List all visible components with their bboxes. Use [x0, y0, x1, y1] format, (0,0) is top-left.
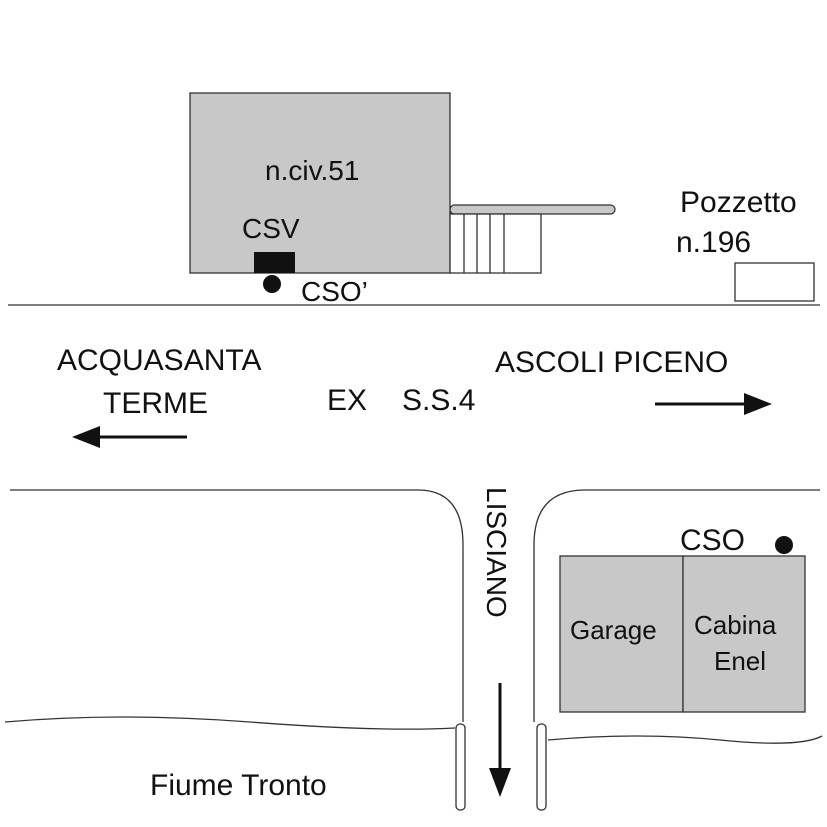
arrow-west-icon	[72, 426, 187, 448]
west-destination-line2: TERME	[103, 387, 208, 420]
cabina-label-line1: Cabina	[694, 610, 777, 640]
road-label-prefix: EX	[327, 384, 367, 417]
arrow-east-icon	[655, 393, 772, 415]
pozzetto-box	[734, 262, 815, 302]
canopy-bar	[449, 204, 616, 215]
river-label: Fiume Tronto	[150, 769, 327, 802]
bridge-post-east	[536, 723, 547, 811]
pozzetto-number: n.196	[676, 226, 751, 259]
side-road-label: LISCIANO	[481, 487, 512, 618]
river-bank-east	[547, 735, 823, 744]
cso-right-label: CSO	[680, 524, 745, 557]
bridge-post-west	[455, 723, 466, 811]
cabina-label-line2: Enel	[714, 646, 766, 676]
building-n-civ-51	[189, 92, 451, 274]
cso-top-label: CSO’	[301, 276, 368, 307]
building-label: n.civ.51	[265, 155, 359, 186]
garage-building	[559, 555, 684, 713]
river-bank-west	[4, 716, 456, 730]
road-south-edge-west	[10, 489, 464, 722]
csv-marker	[254, 252, 295, 273]
west-destination-line1: ACQUASANTA	[57, 344, 261, 377]
garage-label: Garage	[570, 615, 657, 645]
east-destination: ASCOLI PICENO	[495, 346, 728, 379]
cabina-enel-building	[682, 555, 806, 713]
cso-right-marker	[775, 536, 793, 554]
csv-label: CSV	[242, 213, 300, 244]
road-south-edge-east	[533, 489, 820, 722]
cso-top-marker	[263, 275, 281, 293]
arrow-south-icon	[489, 683, 511, 797]
pozzetto-label: Pozzetto	[680, 186, 797, 219]
canopy-structure	[449, 213, 542, 274]
road-label: S.S.4	[402, 384, 475, 417]
